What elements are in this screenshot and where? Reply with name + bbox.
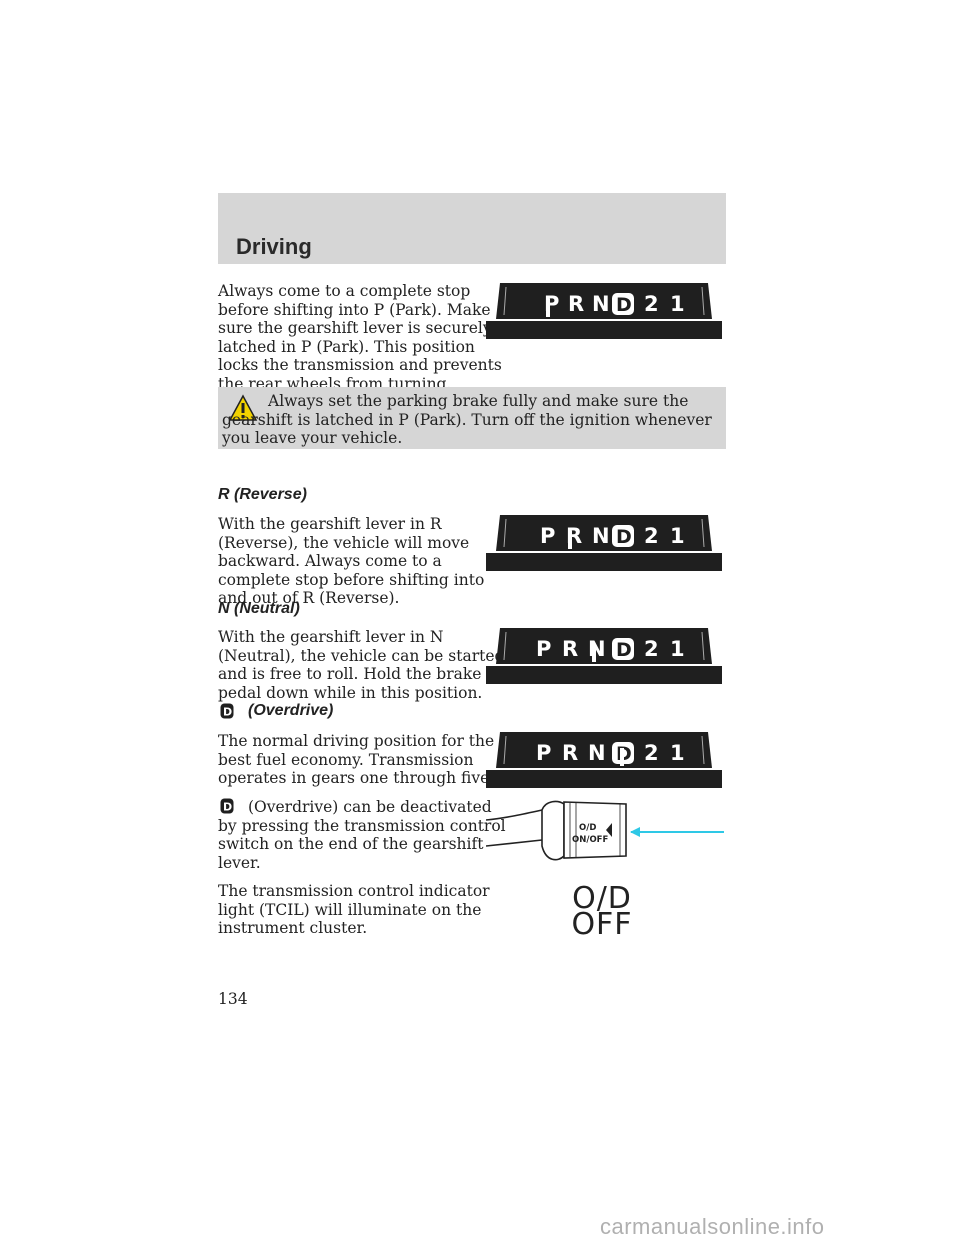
text-line: The normal driving position for the: [218, 732, 495, 750]
gear-2: 2: [644, 741, 659, 765]
gear-p: P: [540, 524, 555, 548]
text-line: (Overdrive) can be deactivated: [248, 798, 492, 816]
page-number: 134: [218, 990, 248, 1008]
gear-indicator-overdrive: P R N D 2 1: [486, 732, 722, 788]
section-header-band: [218, 193, 726, 264]
warning-text: Always set the parking brake fully and m…: [222, 392, 712, 447]
text-line: Always come to a complete stop: [218, 282, 471, 300]
text-line: pedal down while in this position.: [218, 683, 483, 702]
text-line: (Reverse), the vehicle will move: [218, 533, 470, 552]
deactivate-paragraph: (Overdrive) can be deactivated by pressi…: [218, 798, 506, 872]
gear-n: N: [592, 524, 610, 548]
gear-r: R: [562, 741, 578, 765]
gear-1: 1: [670, 292, 685, 316]
gear-pointer: [546, 299, 550, 317]
text-line: (Neutral), the vehicle can be started: [218, 646, 505, 665]
switch-label-line2: ON/OFF: [572, 835, 608, 845]
gear-p: P: [536, 741, 551, 765]
gearshift-lever-illustration: O/D ON/OFF: [486, 800, 724, 861]
gear-indicator-neutral: P R N D 2 1: [486, 628, 722, 684]
gear-2: 2: [644, 292, 659, 316]
gear-2: 2: [644, 524, 659, 548]
warning-box: [218, 387, 726, 449]
gear-1: 1: [670, 637, 685, 661]
warning-triangle-icon: [228, 394, 258, 421]
gear-pointer: [568, 531, 572, 549]
gear-pointer: [592, 644, 596, 662]
reverse-heading: R (Reverse): [218, 486, 307, 503]
watermark: carmanualsonline.info: [600, 1214, 825, 1239]
gear-d: D: [616, 639, 632, 661]
overdrive-d-icon: D: [220, 798, 234, 814]
gear-r: R: [568, 292, 584, 316]
text-line: complete stop before shifting into: [218, 570, 485, 589]
text-line: and out of R (Reverse).: [218, 589, 400, 607]
section-title: Driving: [236, 234, 312, 259]
switch-label-line1: O/D: [579, 823, 596, 833]
overdrive-d-icon: D: [220, 703, 234, 719]
callout-arrow-icon: [630, 827, 640, 837]
overdrive-heading: (Overdrive): [248, 702, 334, 719]
text-line: operates in gears one through five.: [218, 769, 495, 787]
text-line: instrument cluster.: [218, 919, 368, 937]
text-line: backward. Always come to a: [218, 552, 442, 570]
od-off-line1: O/D: [572, 881, 632, 916]
text-line: The transmission control indicator: [218, 882, 490, 900]
neutral-heading: N (Neutral): [218, 600, 300, 617]
svg-text:D: D: [223, 801, 232, 814]
gear-indicator-park: P R N D 2 1: [486, 283, 722, 339]
overdrive-paragraph: The normal driving position for the best…: [218, 732, 494, 788]
gear-indicator-reverse: P R N D 2 1: [486, 515, 722, 571]
svg-text:D: D: [223, 706, 232, 719]
gear-1: 1: [670, 741, 685, 765]
text-line: locks the transmission and prevents: [218, 356, 502, 374]
text-line: light (TCIL) will illuminate on the: [218, 900, 482, 919]
text-line: With the gearshift lever in R: [218, 515, 442, 533]
text-line: switch on the end of the gearshift: [218, 835, 484, 853]
neutral-paragraph: With the gearshift lever in N (Neutral),…: [218, 628, 504, 702]
gear-d: D: [616, 294, 632, 316]
gear-p: P: [536, 637, 551, 661]
od-off-indicator-light: O/D OFF: [562, 881, 642, 942]
text-line: and is free to roll. Hold the brake: [218, 665, 482, 683]
gear-n: N: [588, 741, 606, 765]
gear-1: 1: [670, 524, 685, 548]
gear-n: N: [592, 292, 610, 316]
reverse-paragraph: With the gearshift lever in R (Reverse),…: [218, 515, 484, 608]
text-line: With the gearshift lever in N: [218, 628, 444, 646]
text-line: latched in P (Park). This position: [218, 337, 475, 356]
text-line: by pressing the transmission control: [218, 816, 506, 835]
gear-r: R: [562, 637, 578, 661]
gear-pointer: [620, 748, 624, 766]
text-line: lever.: [218, 853, 261, 872]
tcil-paragraph: The transmission control indicator light…: [218, 882, 490, 938]
gear-2: 2: [644, 637, 659, 661]
od-off-line2: OFF: [571, 907, 633, 942]
text-line: before shifting into P (Park). Make: [218, 300, 491, 319]
text-line: sure the gearshift lever is securely: [218, 319, 492, 337]
park-paragraph: Always come to a complete stop before sh…: [218, 282, 502, 393]
gear-d: D: [616, 526, 632, 548]
gear-n: N: [588, 637, 606, 661]
text-line: best fuel economy. Transmission: [218, 750, 474, 769]
